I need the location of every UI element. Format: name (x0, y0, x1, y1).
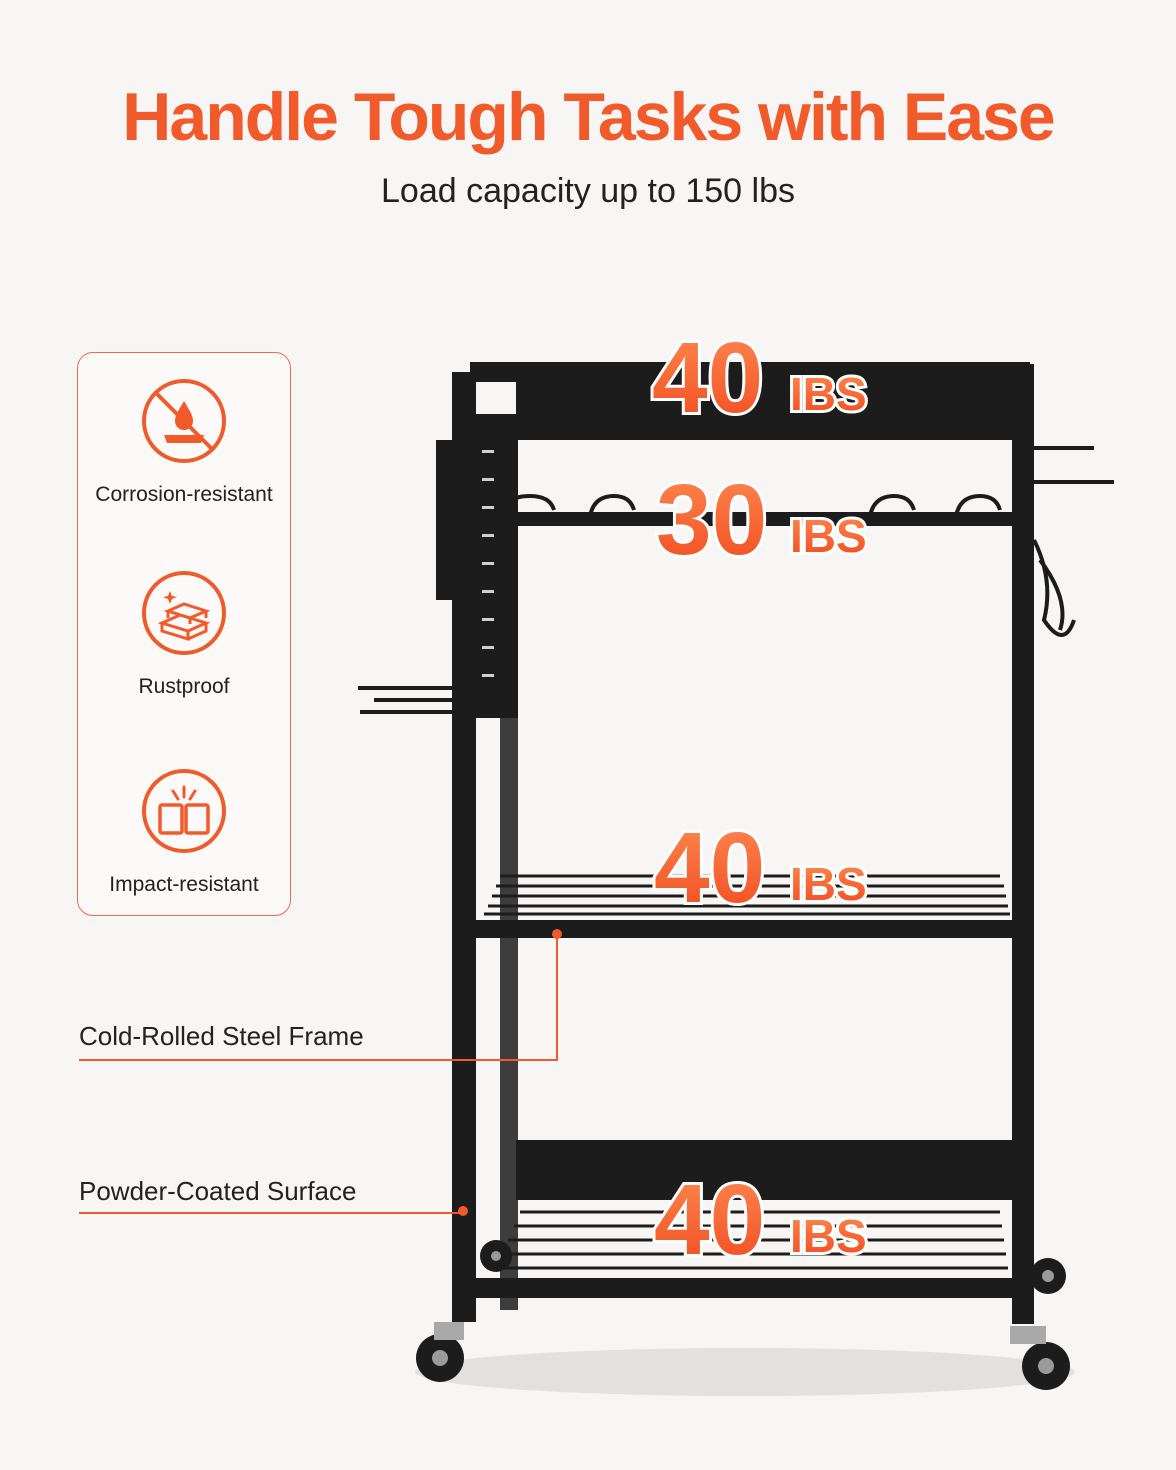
pegboard-holes (482, 450, 494, 677)
load-middle-shelf-value: 40 (654, 812, 765, 924)
page-title: Handle Tough Tasks with Ease (122, 79, 1055, 155)
callout-leaders (79, 934, 558, 1214)
leader-dot (458, 1206, 468, 1216)
load-middle-shelf-unit: IBS (790, 858, 867, 910)
load-top-shelf-unit: IBS (790, 368, 867, 420)
no-water-drop-icon (142, 379, 226, 463)
callout-steel-frame: Cold-Rolled Steel Frame (79, 1021, 364, 1051)
page-subtitle: Load capacity up to 150 lbs (381, 172, 795, 210)
tool-hooks (358, 446, 1114, 714)
features-panel: Corrosion-resistant Rustproof (77, 352, 291, 916)
load-bottom-shelf-unit: IBS (790, 1210, 867, 1262)
callout-powder-coated: Powder-Coated Surface (79, 1176, 357, 1206)
stacked-bars-icon (142, 571, 226, 655)
cart-frame (436, 362, 1034, 1324)
feature-corrosion-resistant: Corrosion-resistant (78, 377, 290, 507)
floor-shadow (415, 1348, 1075, 1396)
load-hook-bar-value: 30 (656, 464, 767, 576)
middle-shelf-grid (484, 874, 1010, 916)
feature-impact-resistant: Impact-resistant (78, 767, 290, 897)
tray-handle-cutout (476, 382, 516, 414)
bottom-shelf-grid (496, 1210, 1008, 1270)
load-bottom-shelf-value: 40 (654, 1164, 765, 1276)
feature-rustproof: Rustproof (78, 569, 290, 699)
casters (416, 1240, 1070, 1390)
load-hook-bar-unit: IBS (790, 510, 867, 562)
leader-dot (552, 929, 562, 939)
feature-label: Rustproof (138, 675, 230, 698)
feature-label: Impact-resistant (109, 873, 259, 896)
impact-box-icon (142, 769, 226, 853)
load-top-shelf-value: 40 (652, 322, 763, 434)
feature-label: Corrosion-resistant (95, 483, 273, 506)
